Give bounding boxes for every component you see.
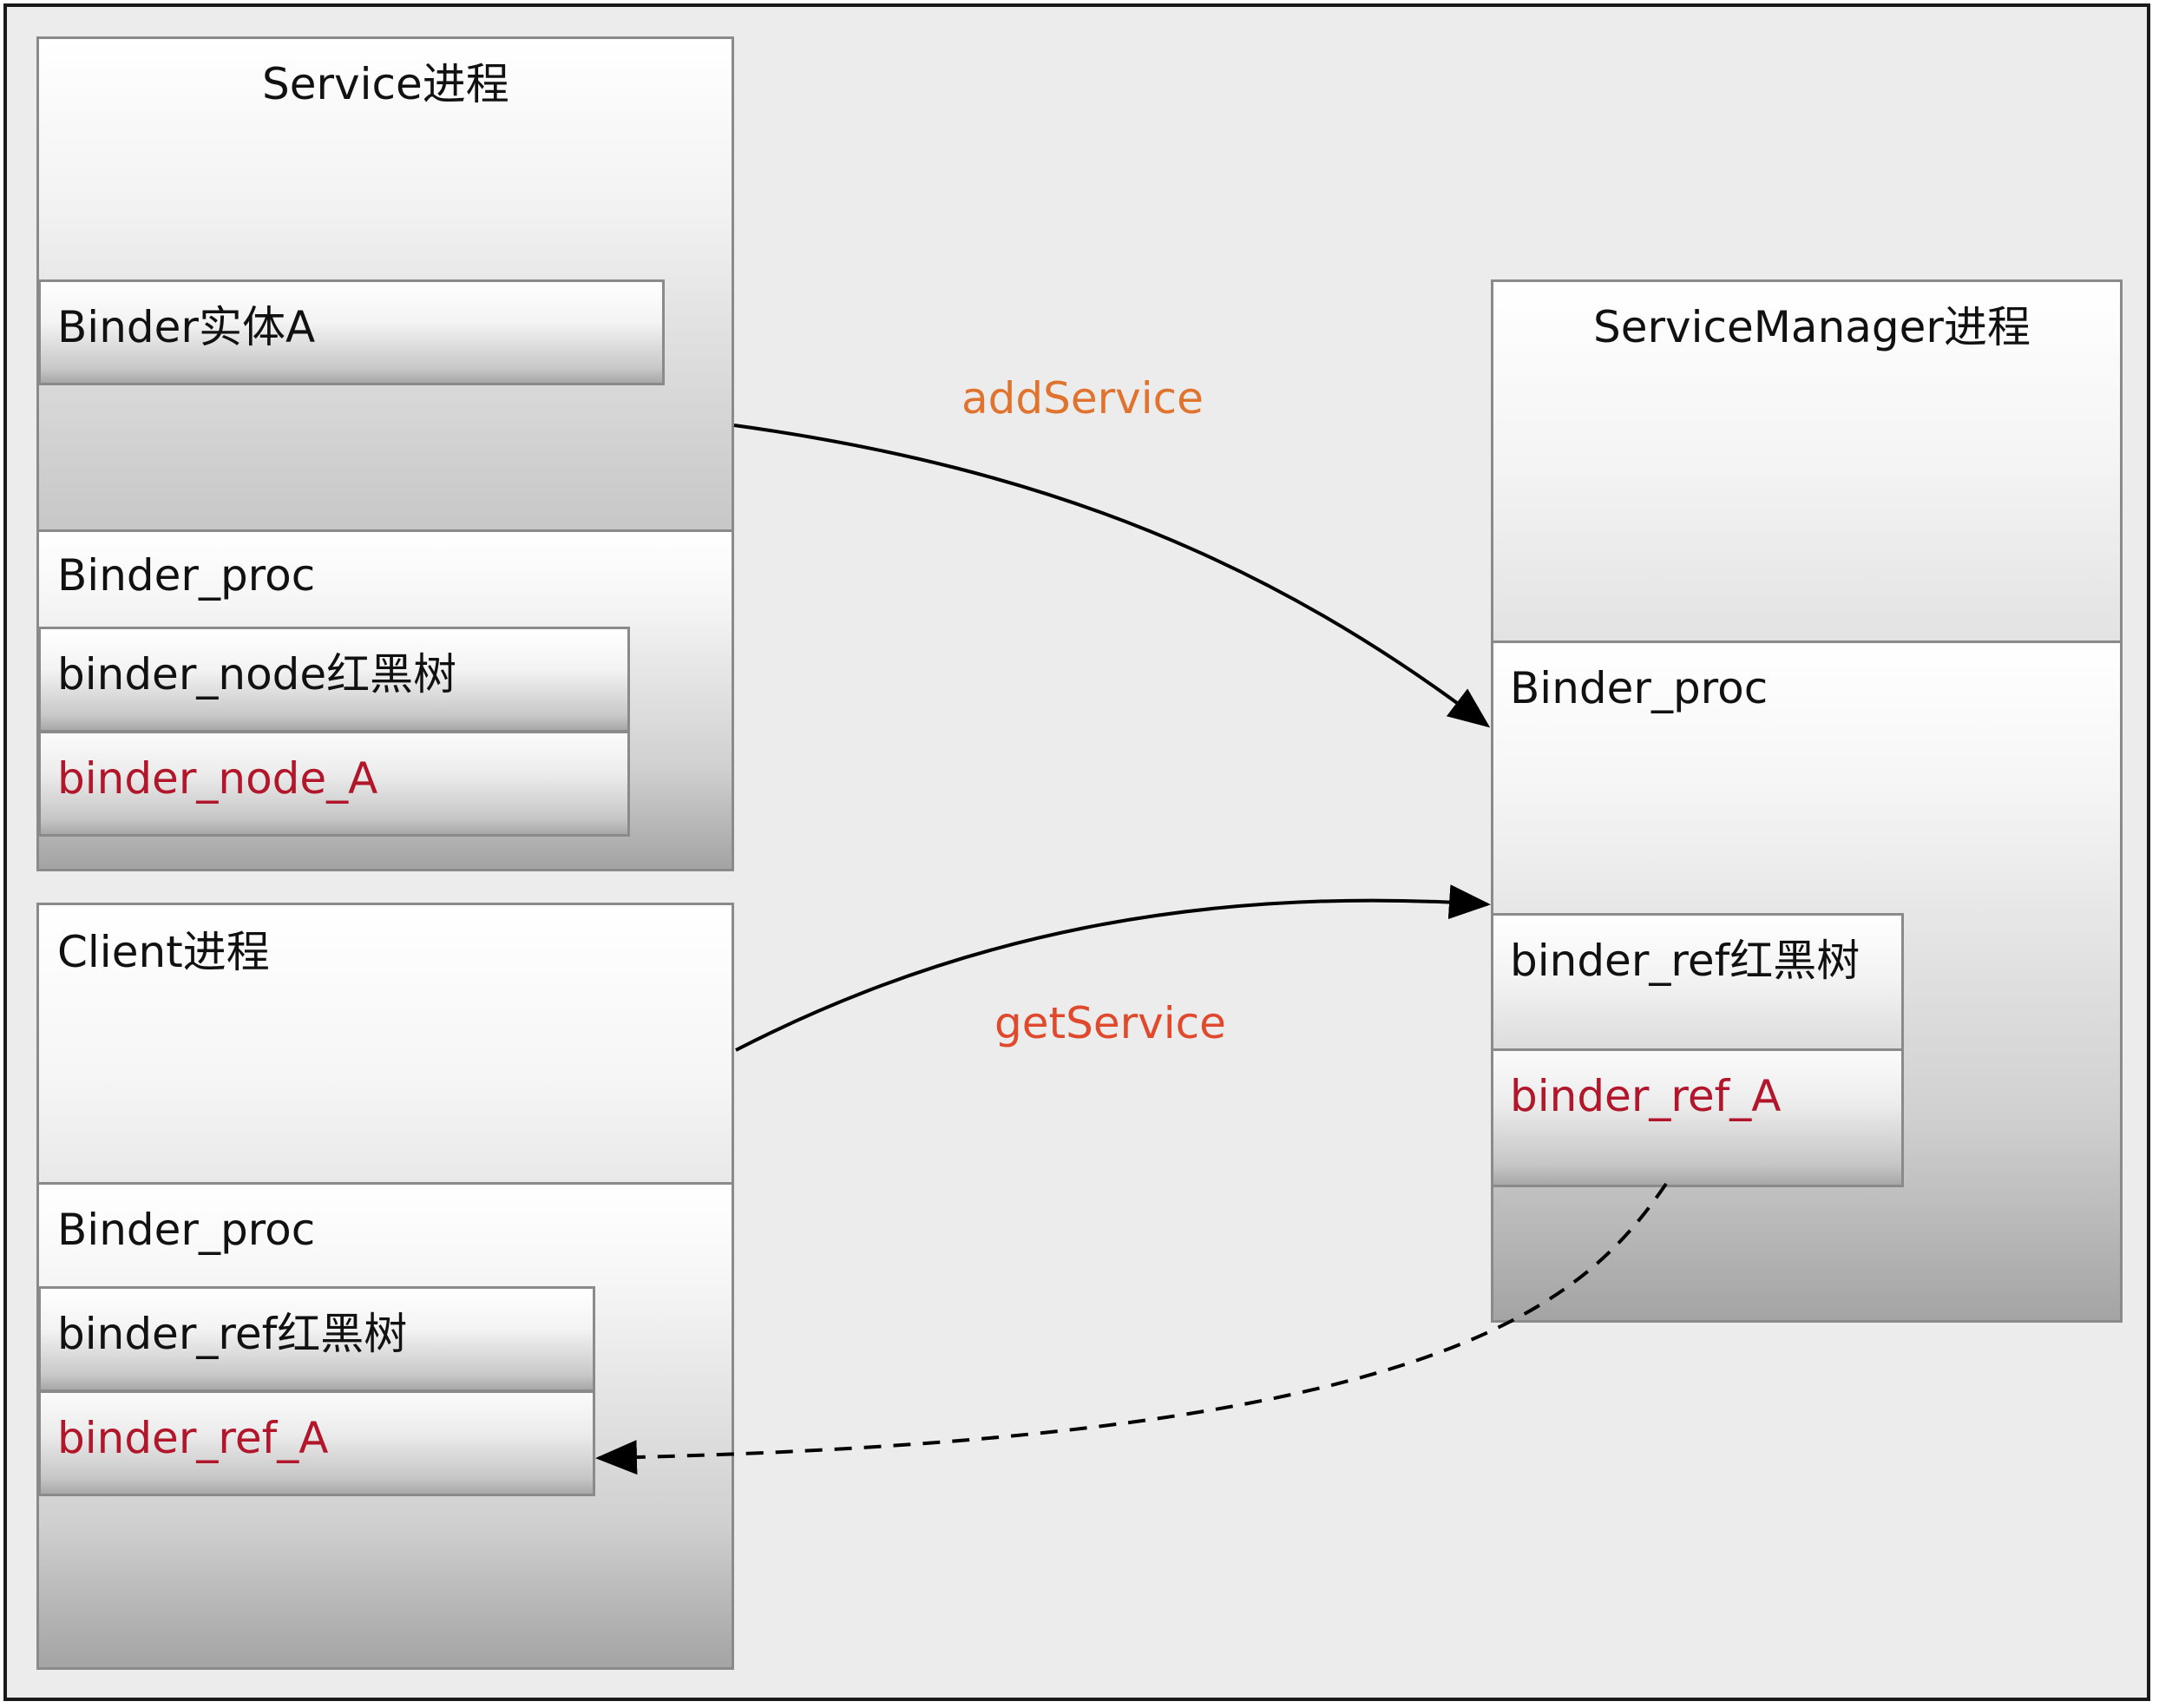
add-service-arrow bbox=[733, 424, 1491, 728]
servicemanager-process-title: ServiceManager进程 bbox=[1593, 302, 2031, 352]
client-process-title: Client进程 bbox=[57, 927, 270, 977]
get-service-arrow bbox=[735, 884, 1491, 1052]
reference-return-arrow bbox=[595, 1182, 1668, 1475]
servicemanager-binder-ref-a-box bbox=[1491, 1048, 1904, 1187]
servicemanager-binder-proc-label: Binder_proc bbox=[1510, 663, 1769, 713]
binder-node-a-box bbox=[38, 731, 630, 837]
service-binder-proc-label: Binder_proc bbox=[57, 550, 316, 601]
add-service-label: addService bbox=[961, 373, 1204, 424]
get-service-label: getService bbox=[994, 998, 1226, 1048]
binder-entity-box bbox=[38, 279, 665, 385]
binder-entity-label: Binder实体A bbox=[57, 302, 316, 352]
servicemanager-binder-ref-a-label: binder_ref_A bbox=[1510, 1071, 1782, 1121]
servicemanager-ref-tree-label: binder_ref红黑树 bbox=[1510, 936, 1860, 986]
servicemanager-process-box bbox=[1491, 279, 2123, 647]
binder-node-a-label: binder_node_A bbox=[57, 753, 378, 804]
client-binder-ref-a-label: binder_ref_A bbox=[57, 1413, 329, 1463]
client-ref-tree-label: binder_ref红黑树 bbox=[57, 1309, 408, 1359]
binder-node-tree-label: binder_node红黑树 bbox=[57, 649, 457, 700]
client-binder-ref-a-box bbox=[38, 1390, 595, 1496]
service-process-title: Service进程 bbox=[262, 59, 509, 109]
client-binder-proc-label: Binder_proc bbox=[57, 1205, 316, 1255]
